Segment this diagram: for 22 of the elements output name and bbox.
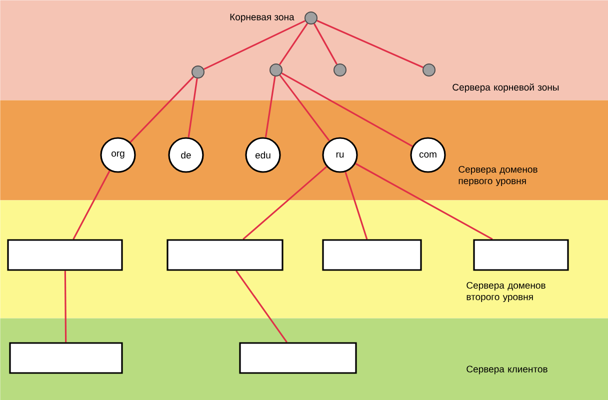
- connector-line: [236, 270, 288, 343]
- connector-line: [344, 172, 368, 240]
- server-box: [9, 342, 123, 374]
- server-box: [473, 239, 569, 271]
- connector-line: [204, 20, 306, 70]
- connector-line: [188, 78, 198, 138]
- connector-line: [316, 20, 424, 68]
- zone-label: Корневая зона: [230, 14, 294, 22]
- server-box: [239, 342, 357, 374]
- connector-line: [355, 162, 493, 240]
- connector-line: [64, 270, 67, 342]
- server-box: [166, 239, 284, 271]
- server-box: [322, 239, 422, 271]
- connector-line: [281, 72, 413, 148]
- connector-line: [72, 170, 110, 240]
- connector-line: [264, 76, 276, 138]
- connector-line: [313, 23, 338, 65]
- connector-line: [242, 166, 328, 240]
- connector-line: [279, 74, 330, 142]
- server-box: [7, 239, 123, 271]
- connector-line: [130, 76, 194, 143]
- connector-line: [278, 22, 308, 66]
